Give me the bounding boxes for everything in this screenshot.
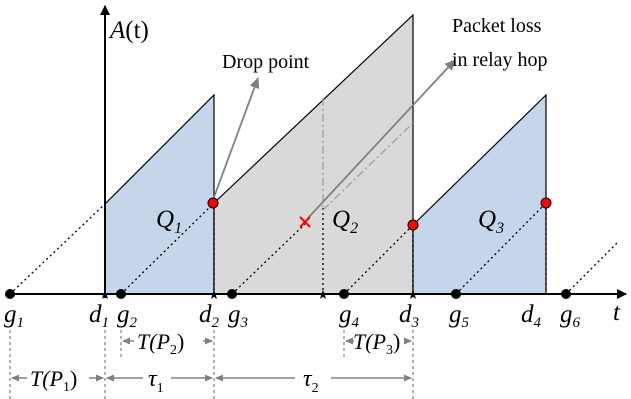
svg-text:d1: d1 bbox=[89, 301, 109, 331]
svg-text:τ1: τ1 bbox=[148, 366, 164, 396]
drop-point-marker bbox=[407, 219, 419, 231]
drop-point-marker bbox=[540, 197, 552, 209]
y-axis-label: A(t) bbox=[108, 17, 149, 44]
svg-text:g5: g5 bbox=[449, 301, 470, 331]
svg-text:★: ★ bbox=[317, 288, 329, 303]
generation-labels: g1 g2 g3 g4 g5 g6 bbox=[4, 301, 581, 331]
svg-text:T(P2): T(P2) bbox=[137, 329, 184, 358]
svg-text:g1: g1 bbox=[4, 301, 24, 331]
svg-text:★: ★ bbox=[208, 288, 220, 303]
packet-loss-marker bbox=[299, 216, 311, 228]
region-q3 bbox=[412, 93, 547, 295]
svg-text:T(P3): T(P3) bbox=[353, 329, 400, 358]
svg-text:g4: g4 bbox=[339, 301, 360, 331]
packet-loss-label-1: Packet loss bbox=[452, 15, 542, 37]
region-label-q2: Q2 bbox=[332, 206, 358, 237]
delivery-stars: ★ ★ ★ ★ bbox=[99, 288, 419, 303]
x-axis-label: t bbox=[613, 299, 621, 326]
packet-loss-label-2: in relay hop bbox=[452, 49, 548, 71]
delivery-labels: d1 d2 d3 d4 bbox=[89, 301, 542, 331]
interval-labels: T(P1) T(P2) T(P3) τ1 τ2 bbox=[30, 329, 400, 396]
svg-text:★: ★ bbox=[99, 288, 111, 303]
packet-loss-arrow bbox=[307, 59, 456, 219]
region-label-q3: Q3 bbox=[478, 206, 504, 237]
svg-text:g6: g6 bbox=[560, 301, 581, 331]
guide-dashdot-diagonal bbox=[322, 122, 414, 211]
drop-point-label: Drop point bbox=[222, 51, 310, 73]
svg-text:g2: g2 bbox=[117, 301, 138, 331]
svg-text:τ2: τ2 bbox=[303, 366, 319, 396]
svg-text:d3: d3 bbox=[399, 301, 419, 331]
drop-point-marker bbox=[207, 197, 219, 209]
svg-text:g3: g3 bbox=[228, 301, 248, 331]
interval-arrows bbox=[11, 337, 412, 382]
drop-point-arrow bbox=[212, 77, 260, 201]
svg-text:★: ★ bbox=[407, 288, 419, 303]
region-q1 bbox=[104, 93, 215, 295]
generation-points bbox=[5, 289, 571, 299]
region-label-q1: Q1 bbox=[156, 206, 182, 237]
svg-text:T(P1): T(P1) bbox=[30, 366, 77, 395]
interval-ticks bbox=[9, 330, 414, 399]
svg-text:d4: d4 bbox=[521, 301, 542, 331]
dotted-age-lines bbox=[9, 202, 618, 295]
svg-text:d2: d2 bbox=[199, 301, 220, 331]
